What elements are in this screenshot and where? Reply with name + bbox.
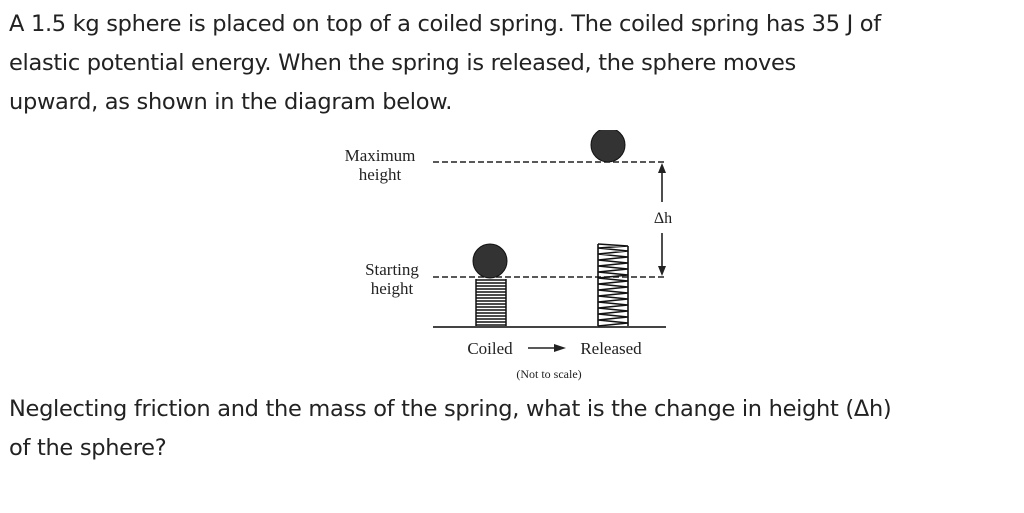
label-maximum: Maximum bbox=[345, 146, 416, 165]
arrow-right-icon bbox=[528, 344, 566, 352]
spring-sphere-diagram: Maximum height Starting height Δh bbox=[330, 127, 690, 390]
label-start-height: height bbox=[371, 279, 414, 298]
question-intro: A 1.5 kg sphere is placed on top of a co… bbox=[9, 5, 1019, 122]
label-coiled: Coiled bbox=[467, 339, 513, 358]
question-prompt: Neglecting friction and the mass of the … bbox=[9, 390, 1019, 468]
sphere-max-icon bbox=[590, 127, 626, 163]
label-released: Released bbox=[580, 339, 642, 358]
released-spring-icon bbox=[597, 243, 629, 327]
delta-h-arrow-icon bbox=[658, 163, 666, 276]
intro-line-3: upward, as shown in the diagram below. bbox=[9, 89, 453, 115]
intro-line-1: A 1.5 kg sphere is placed on top of a co… bbox=[9, 11, 881, 37]
delta-h-label: Δh bbox=[654, 210, 672, 227]
prompt-line-1: Neglecting friction and the mass of the … bbox=[9, 396, 892, 422]
not-to-scale-note: (Not to scale) bbox=[516, 367, 581, 381]
label-max-height: height bbox=[359, 165, 402, 184]
sphere-start-icon bbox=[472, 243, 508, 279]
coiled-spring-icon bbox=[475, 278, 507, 326]
prompt-line-2: of the sphere? bbox=[9, 435, 167, 461]
label-starting: Starting bbox=[365, 260, 419, 279]
intro-line-2: elastic potential energy. When the sprin… bbox=[9, 50, 796, 76]
